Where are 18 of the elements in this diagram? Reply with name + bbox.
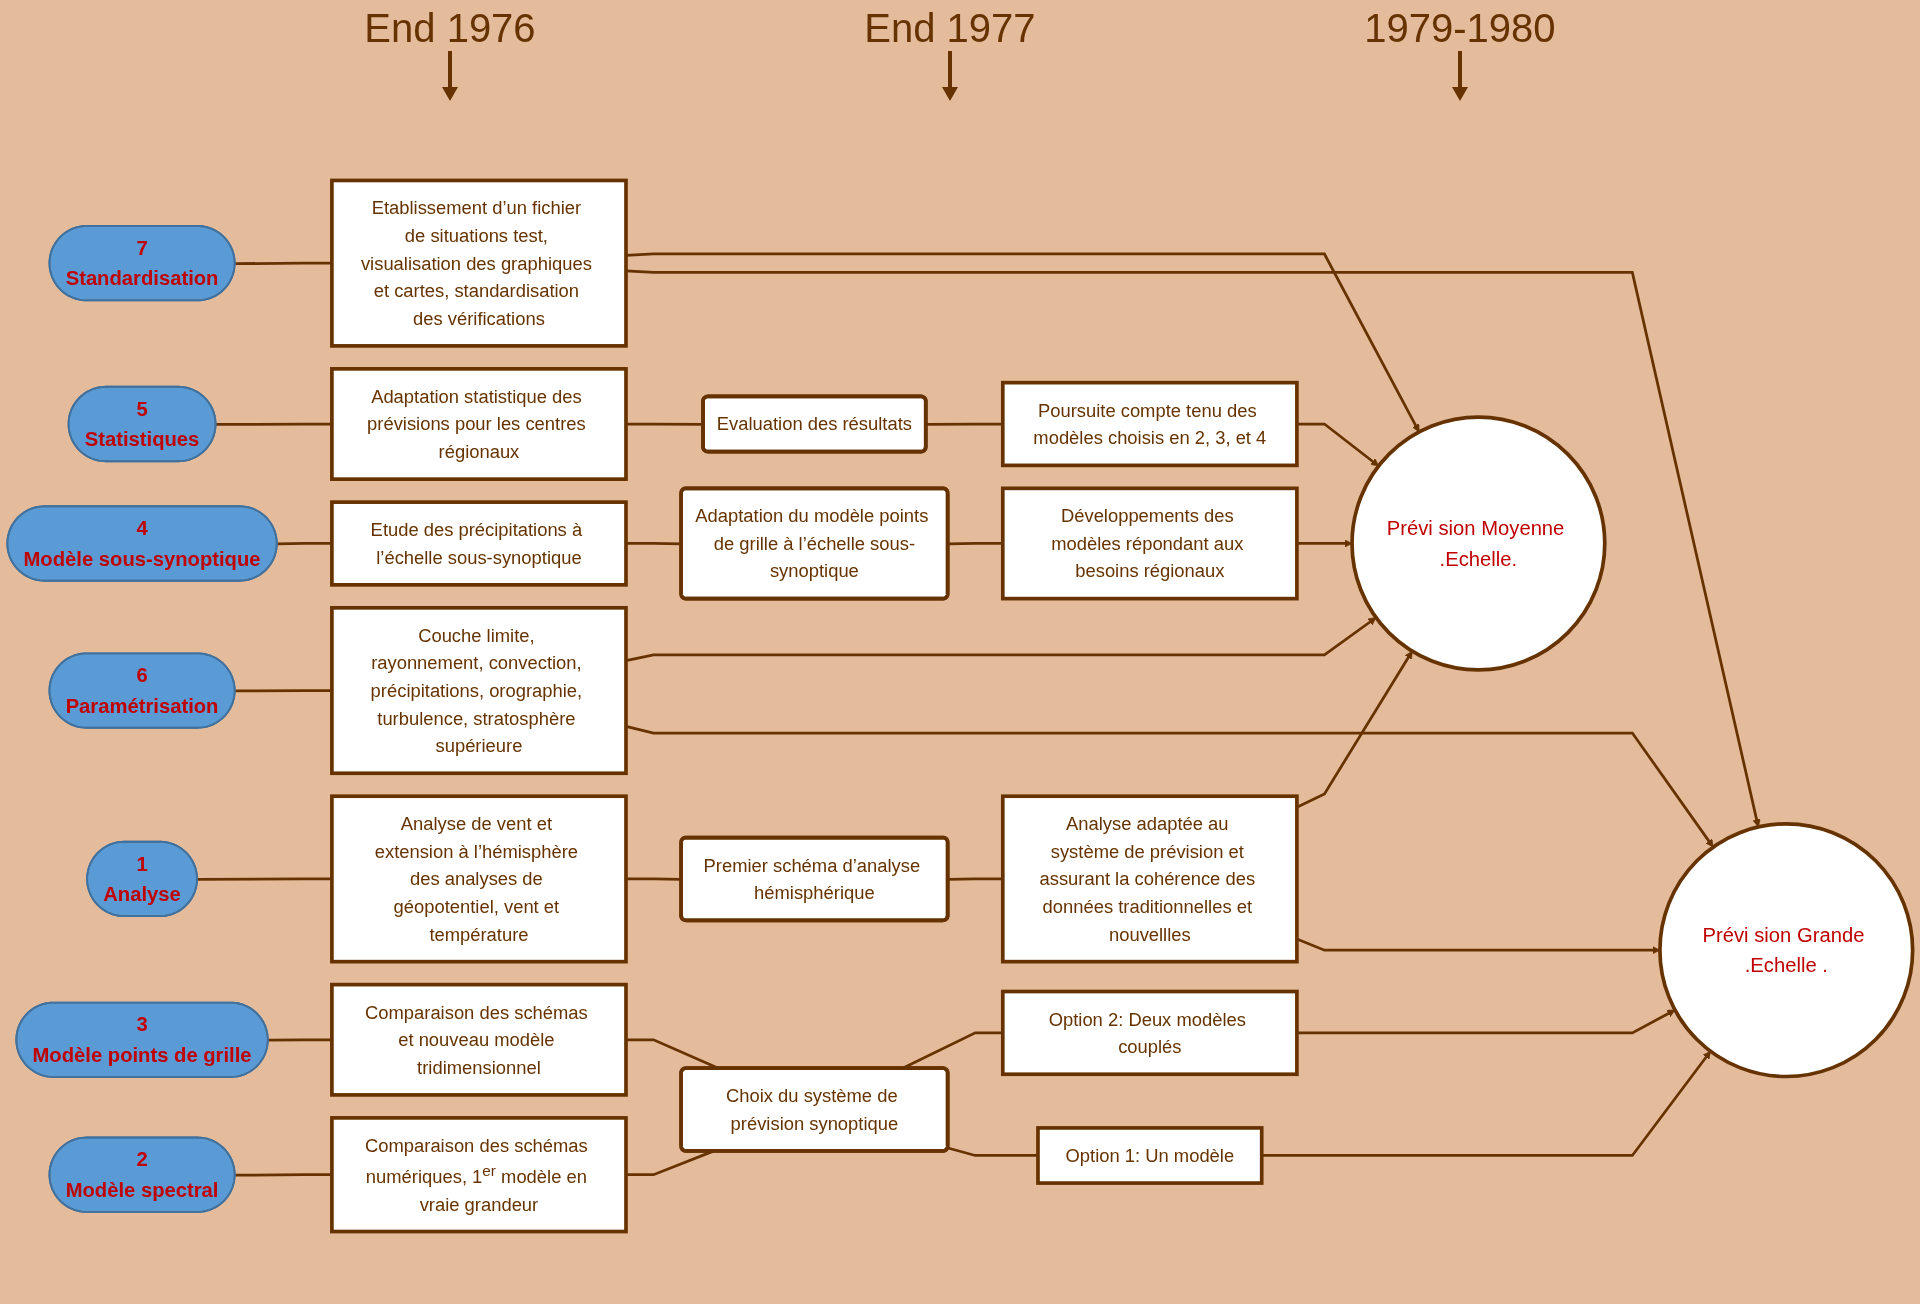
date-label: End 1977	[864, 6, 1036, 51]
node-box: Analyse adaptée au système de prévision et assurant la cohérence des données traditionnelles et nouvellles	[1000, 794, 1299, 964]
node-box: Etude des précipitations à l’échelle sous-synoptique	[330, 500, 628, 587]
node-box: Comparaison des schémas et nouveau modèle tridimensionnel	[330, 982, 628, 1097]
date-label: End 1976	[364, 6, 536, 51]
date-label: 1979-1980	[1364, 6, 1556, 51]
node-circle: Prévi sion Moyenne .Echelle.	[1350, 415, 1607, 672]
node-box: Analyse de vent et extension à l’hémisphère des analyses de géopotentiel, vent et température	[330, 794, 628, 964]
node-box: Adaptation statistique des prévisions pour les centres régionaux	[330, 367, 628, 481]
node-box: Développements des modèles répondant aux besoins régionaux	[1000, 486, 1299, 601]
node-box: Comparaison des schémas numériques, 1$^{er}$ modèle en vraie grandeur	[330, 1116, 628, 1234]
node-circle: Prévi sion Grande .Echelle .	[1658, 821, 1915, 1079]
node-box: Etablissement d’un fichier de situations test, visualisation des graphiques et cartes, standardisation des vérifications	[330, 178, 628, 348]
node-box: Option 1: Un modèle	[1036, 1126, 1264, 1185]
node-box: Couche limite, rayonnement, convection, précipitations, orographie, turbulence, stratosphère supérieure	[330, 606, 628, 776]
node-box: Poursuite compte tenu des modèles choisis en 2, 3, et 4	[1000, 380, 1299, 468]
connector	[626, 1150, 714, 1177]
node-box: Option 2: Deux modèles couplés	[1000, 989, 1299, 1077]
